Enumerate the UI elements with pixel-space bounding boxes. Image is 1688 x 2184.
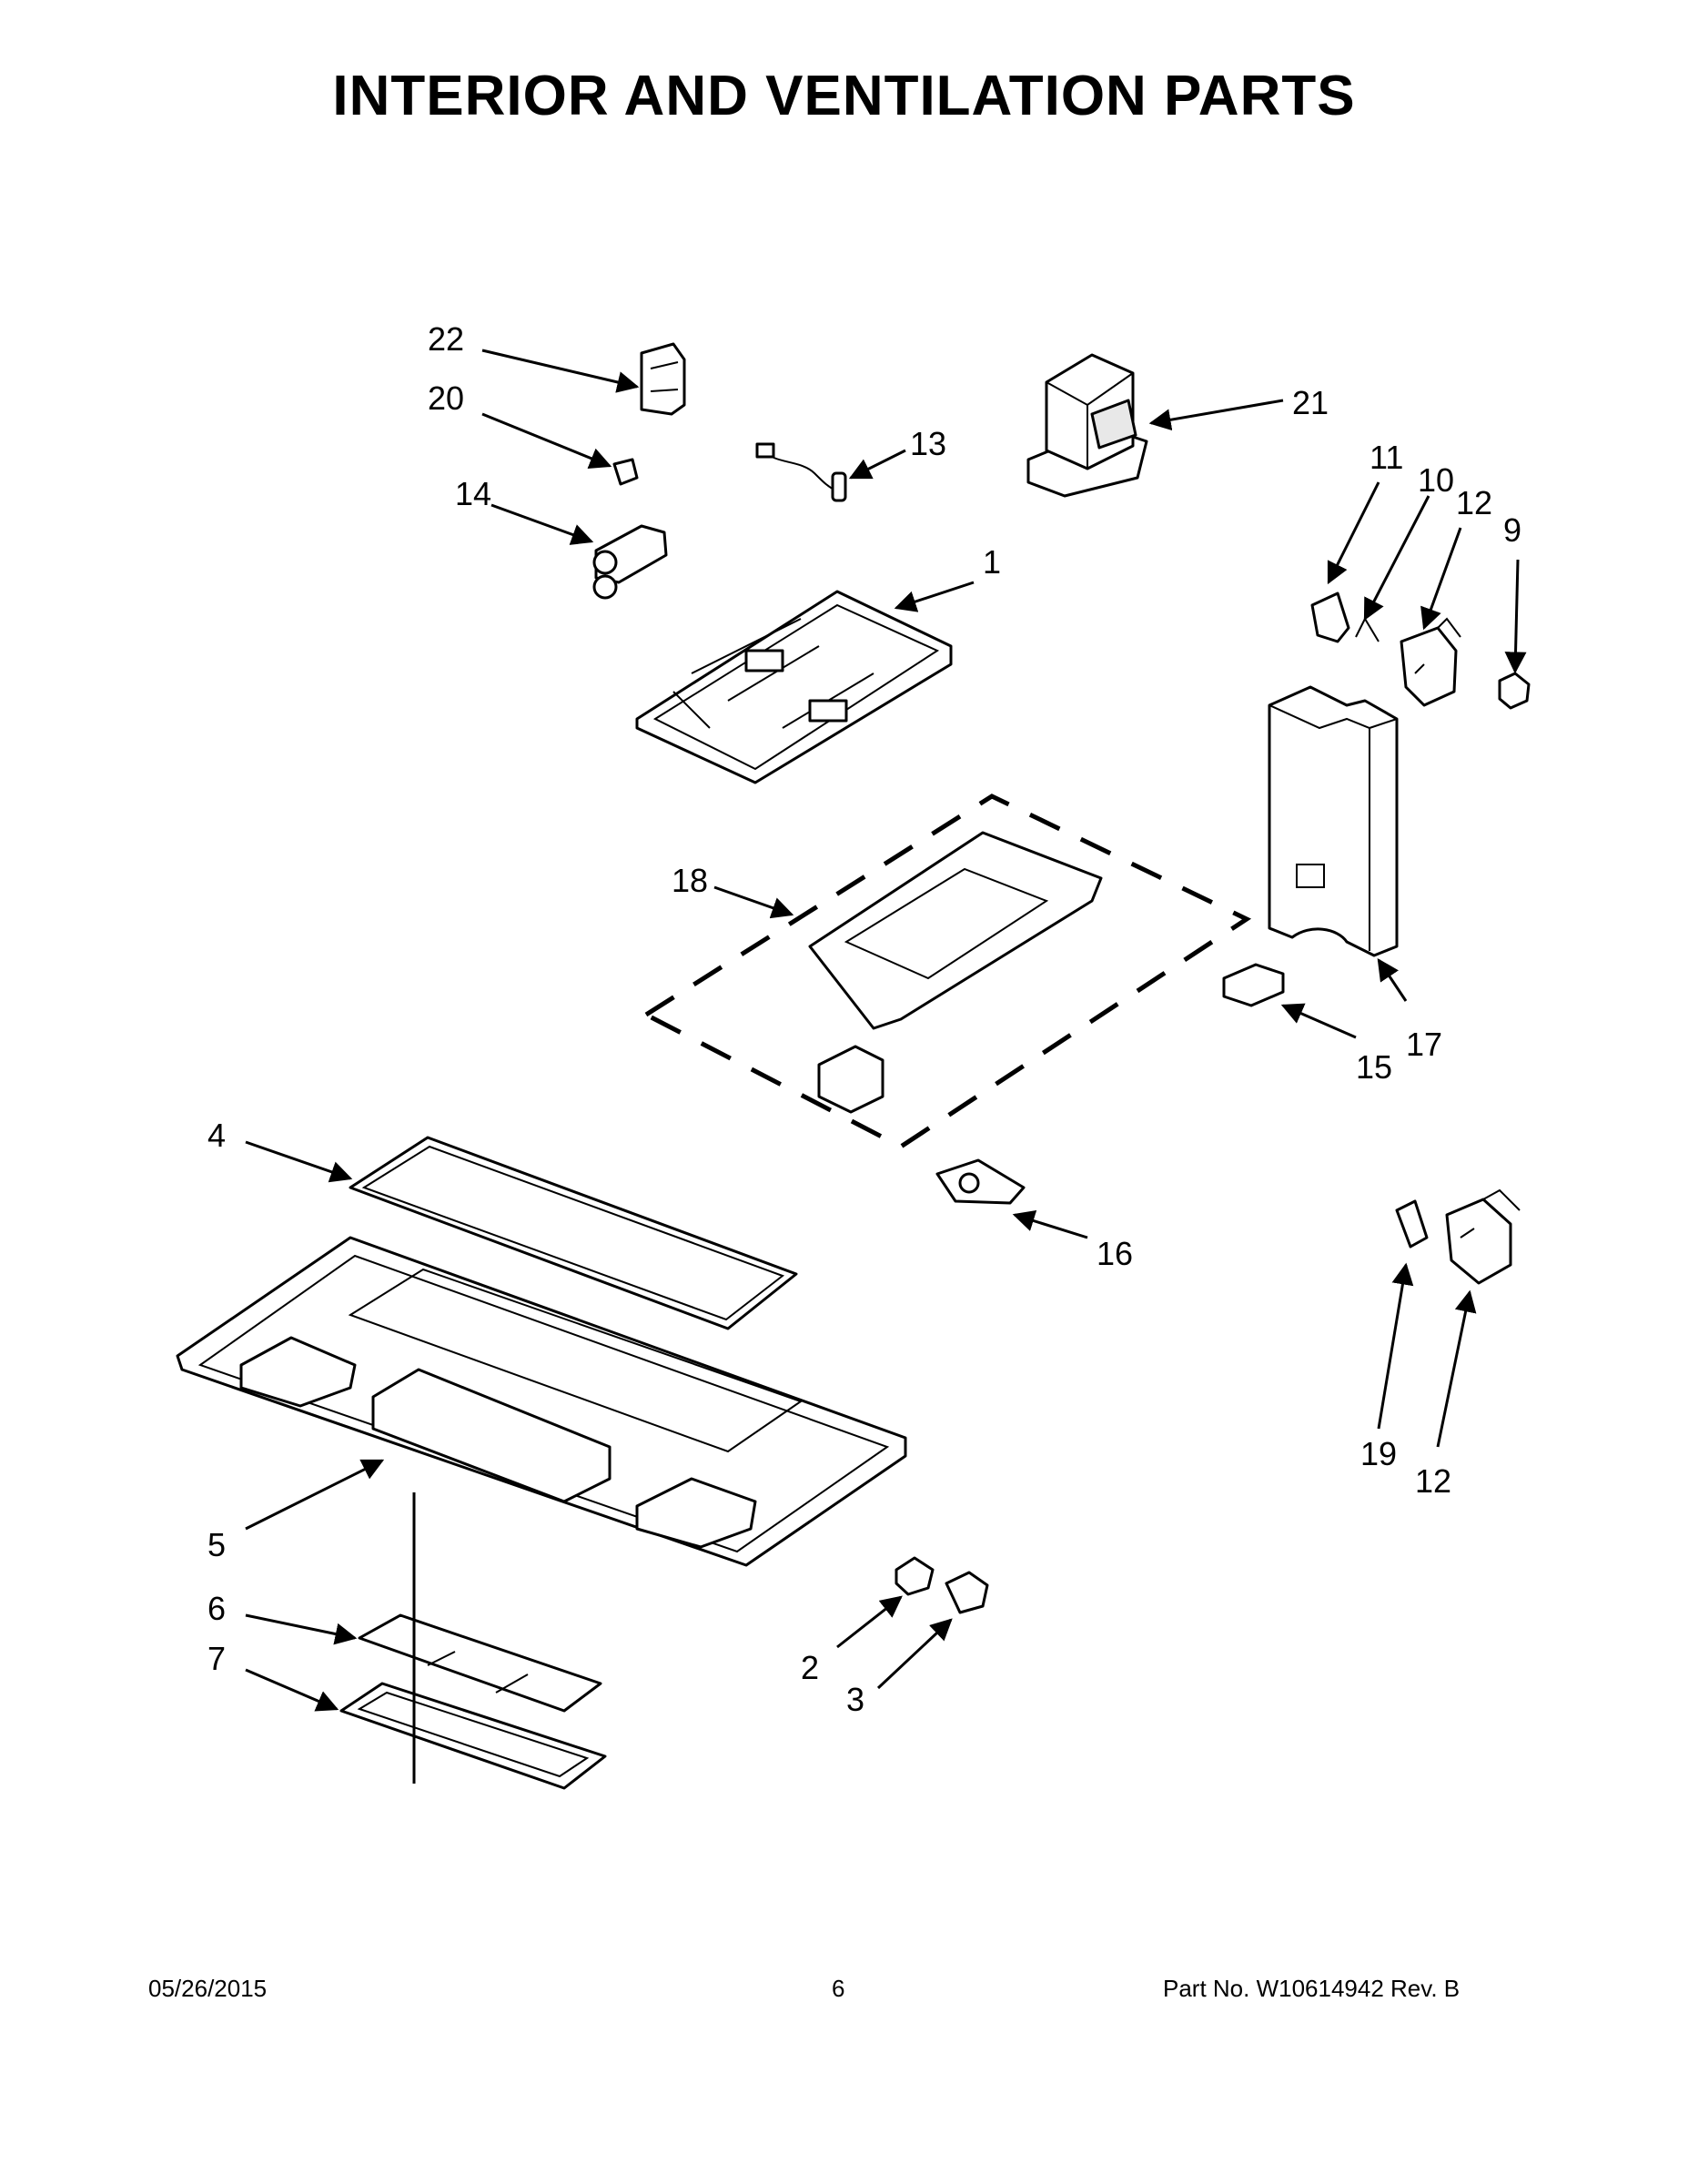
callout-12-bottom: 12: [1415, 1462, 1451, 1500]
callout-2: 2: [801, 1649, 819, 1686]
callout-20: 20: [428, 379, 464, 417]
callout-leaders: [245, 349, 1527, 1712]
callout-5: 5: [207, 1526, 226, 1563]
callout-13: 13: [910, 425, 946, 462]
part-5-bottom-plate: [176, 1236, 907, 1567]
callout-11: 11: [1370, 439, 1403, 476]
part-4-charcoal-filter: [349, 1136, 798, 1330]
part-2-lamp: [895, 1556, 935, 1596]
part-15-thermal-cutout: [1222, 963, 1285, 1007]
callout-19: 19: [1360, 1435, 1397, 1472]
part-11-switch: [1310, 592, 1350, 643]
part-16-lamp-socket: [935, 1158, 1026, 1205]
callout-21: 21: [1292, 384, 1329, 421]
callout-12-top: 12: [1456, 484, 1492, 521]
part-19-fuse: [1395, 1199, 1429, 1249]
callout-18: 18: [672, 862, 708, 899]
part-12-switch-holder-top: [1400, 617, 1461, 707]
callout-17: 17: [1406, 1026, 1442, 1063]
part-22-bracket: [640, 342, 686, 416]
part-9-switch: [1498, 672, 1531, 710]
part-21-transformer: [1026, 353, 1148, 498]
callout-7: 7: [207, 1640, 226, 1677]
callout-6: 6: [207, 1590, 226, 1627]
callout-1: 1: [983, 543, 1001, 581]
part-13-diode: [755, 442, 847, 502]
part-1-base-plate: [635, 590, 953, 784]
part-17-air-duct: [1268, 685, 1399, 957]
part-6-grille: [358, 1613, 602, 1713]
part-20-clip: [612, 458, 639, 486]
part-18-waveguide-cover: [641, 794, 1252, 1149]
part-14-capacitor: [592, 524, 668, 600]
callout-16: 16: [1097, 1235, 1133, 1272]
callout-4: 4: [207, 1117, 226, 1154]
page-title: INTERIOR AND VENTILATION PARTS: [332, 65, 1356, 127]
part-7-grille-frame: [339, 1682, 607, 1790]
footer-page-number: 6: [832, 1975, 845, 2002]
callout-22: 22: [428, 320, 464, 358]
callout-15: 15: [1356, 1048, 1392, 1086]
part-12-switch-holder-bottom: [1445, 1188, 1521, 1285]
callout-9: 9: [1503, 511, 1521, 549]
callout-3: 3: [846, 1681, 864, 1718]
footer-part-number: Part No. W10614942 Rev. B: [1163, 1975, 1461, 2002]
part-10-lever: [1355, 616, 1380, 642]
footer-date: 05/26/2015: [148, 1975, 268, 2002]
callout-14: 14: [455, 475, 491, 512]
callout-10: 10: [1418, 461, 1454, 499]
callout-labels: 22 20 14 13 21 1 11 10 12 9 18 17 15 16 …: [207, 320, 1521, 1718]
part-3-lamp-socket: [945, 1571, 989, 1614]
